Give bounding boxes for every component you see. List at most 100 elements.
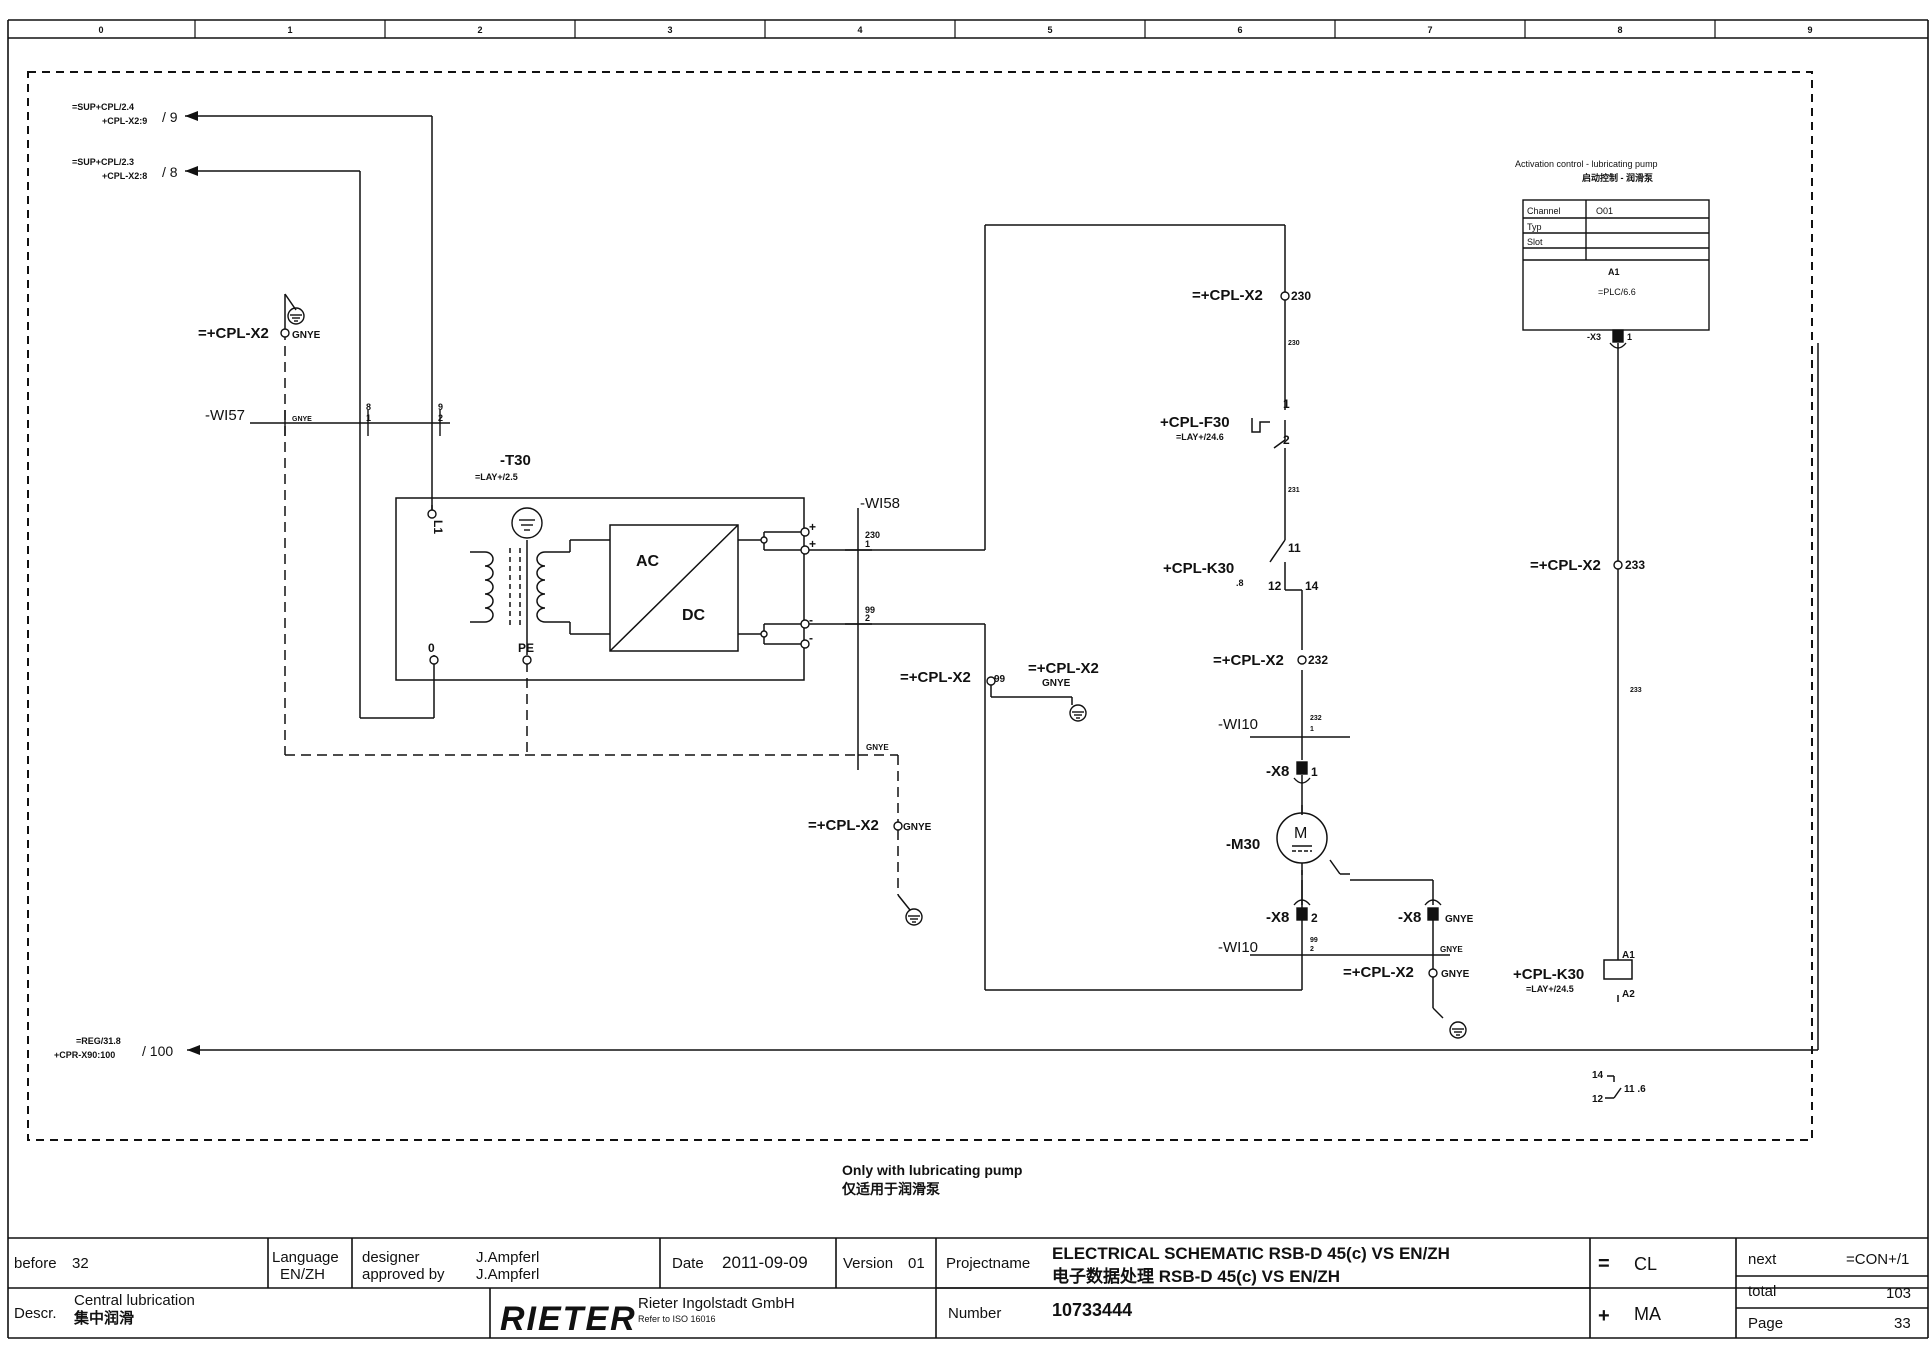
next-value[interactable]: =CON+/1 [1846, 1251, 1909, 1268]
wire-231: 231 [1288, 487, 1300, 494]
ruler-col-4: 4 [857, 25, 862, 35]
sheet-frame [7, 19, 1929, 1339]
k30-pin-12: 12 [1268, 579, 1282, 593]
contact-ref: 11 .6 [1624, 1084, 1646, 1095]
gnye-x8: GNYE [1445, 914, 1474, 925]
note-en: Only with lubricating pump [842, 1162, 1022, 1178]
wi58-2: 2 [865, 613, 870, 623]
gnye-right: GNYE [1042, 678, 1071, 689]
ruler-col-7: 7 [1427, 25, 1432, 35]
title-block-frame [8, 1237, 1928, 1338]
f30-pin-2: 2 [1283, 433, 1290, 447]
ref-top1-a: =SUP+CPL/2.4 [72, 102, 134, 112]
l1-terminal: L1 [431, 520, 445, 534]
descr-en: Central lubrication [74, 1292, 195, 1309]
cable-wi10-top: -WI10 [1218, 716, 1258, 733]
gnye-wi58: GNYE [866, 743, 889, 752]
ruler-col-0: 0 [98, 25, 103, 35]
connector-x8-top: -X8 [1266, 763, 1289, 780]
x8-pin-1: 1 [1311, 765, 1318, 779]
f30-ref: =LAY+/24.6 [1176, 432, 1224, 442]
plc-x3: -X3 [1587, 332, 1601, 342]
terminal-cpl-x2-232: =+CPL-X2 [1213, 652, 1284, 669]
company-name: Rieter Ingolstadt GmbH [638, 1295, 795, 1312]
projectname-en: ELECTRICAL SCHEMATIC RSB-D 45(c) VS EN/Z… [1052, 1244, 1450, 1263]
number-label: Number [948, 1305, 1001, 1322]
k30-pin-11: 11 [1288, 541, 1301, 555]
before-label: before [14, 1255, 57, 1272]
wi10-232: 232 [1310, 715, 1322, 722]
ruler-col-8: 8 [1617, 25, 1622, 35]
motor-m30-label: -M30 [1226, 836, 1260, 853]
plc-row-channel-value: O01 [1596, 206, 1613, 216]
motor-m: M [1294, 825, 1307, 842]
gnye-motor-terminal: GNYE [1441, 969, 1470, 980]
language-value: EN/ZH [280, 1266, 325, 1283]
connector-x8-gnye: -X8 [1398, 909, 1421, 926]
ground-wiring [284, 330, 899, 895]
minus-2: - [809, 631, 813, 645]
total-label: total [1748, 1283, 1776, 1300]
contact-12: 12 [1592, 1094, 1604, 1105]
plug-connectors [1293, 329, 1627, 921]
terminal-cpl-x2-gnye: =+CPL-X2 [808, 817, 879, 834]
coil-k30-ref: =LAY+/24.5 [1526, 984, 1574, 994]
terminal-cpl-x2-99: =+CPL-X2 [900, 669, 971, 686]
converter-dc: DC [682, 607, 706, 624]
wi57-ticks [284, 410, 441, 436]
plc-id: A1 [1608, 267, 1620, 277]
eq-value: CL [1634, 1254, 1657, 1274]
language-label: Language [272, 1249, 339, 1266]
contact-14: 14 [1592, 1070, 1604, 1081]
zero-terminal: 0 [428, 641, 435, 655]
converter-ac: AC [636, 553, 660, 570]
number-value: 10733444 [1052, 1300, 1132, 1320]
terminal-230: 230 [1291, 289, 1311, 303]
cable-wi58-label: -WI58 [860, 495, 900, 512]
coil-a2: A2 [1622, 989, 1635, 1000]
ref-bottom-b: +CPR-X90:100 [54, 1050, 115, 1060]
terminal-cpl-x2-gnye-motor: =+CPL-X2 [1343, 964, 1414, 981]
plc-x3-pin: 1 [1627, 332, 1632, 342]
wi58-99: 99 [865, 605, 875, 615]
terminal-cpl-x2-ground-right: =+CPL-X2 [1028, 660, 1099, 677]
cable-wi57-label: -WI57 [205, 407, 245, 424]
iso-note: Refer to ISO 16016 [638, 1314, 716, 1324]
ruler-col-6: 6 [1237, 25, 1242, 35]
projectname-label: Projectname [946, 1255, 1030, 1272]
coil-a1: A1 [1622, 950, 1635, 961]
coil-k30-label: +CPL-K30 [1513, 966, 1584, 983]
terminal-cpl-x2-ground: =+CPL-X2 [198, 325, 269, 342]
wiring [185, 115, 1819, 1099]
approved-label: approved by [362, 1266, 445, 1283]
ref-bottom-num: / 100 [142, 1043, 173, 1059]
plc-box [1522, 199, 1710, 331]
reference-arrows [185, 111, 200, 1055]
terminal-cpl-x2-230: =+CPL-X2 [1192, 287, 1263, 304]
minus-1: - [809, 613, 813, 627]
ref-top2-b: +CPL-X2:8 [102, 171, 147, 181]
before-value[interactable]: 32 [72, 1255, 89, 1272]
terminal-cpl-x2-233: =+CPL-X2 [1530, 557, 1601, 574]
gnye-left: GNYE [292, 330, 321, 341]
wire-233: 233 [1630, 687, 1642, 694]
wi58-ticks [845, 549, 872, 625]
approved-value: J.Ampferl [476, 1266, 539, 1283]
k30-ref: .8 [1236, 578, 1244, 588]
terminal-232: 232 [1308, 653, 1328, 667]
date-label: Date [672, 1255, 704, 1272]
plc-ref: =PLC/6.6 [1598, 287, 1636, 297]
next-label: next [1748, 1251, 1777, 1268]
designer-value: J.Ampferl [476, 1249, 539, 1266]
transformer-coils [431, 505, 610, 662]
cable-wi10-bottom: -WI10 [1218, 939, 1258, 956]
ruler-col-1: 1 [287, 25, 292, 35]
projectname-zh: 电子数据处理 RSB-D 45(c) VS EN/ZH [1052, 1266, 1340, 1286]
plc-row-channel-key: Channel [1527, 206, 1561, 216]
ref-top2-num: / 8 [162, 164, 178, 180]
pe-terminal: PE [518, 641, 534, 655]
gnye-wi57: GNYE [292, 416, 312, 423]
version-label: Version [843, 1255, 893, 1272]
wi57-wire-9: 9 [438, 402, 443, 412]
